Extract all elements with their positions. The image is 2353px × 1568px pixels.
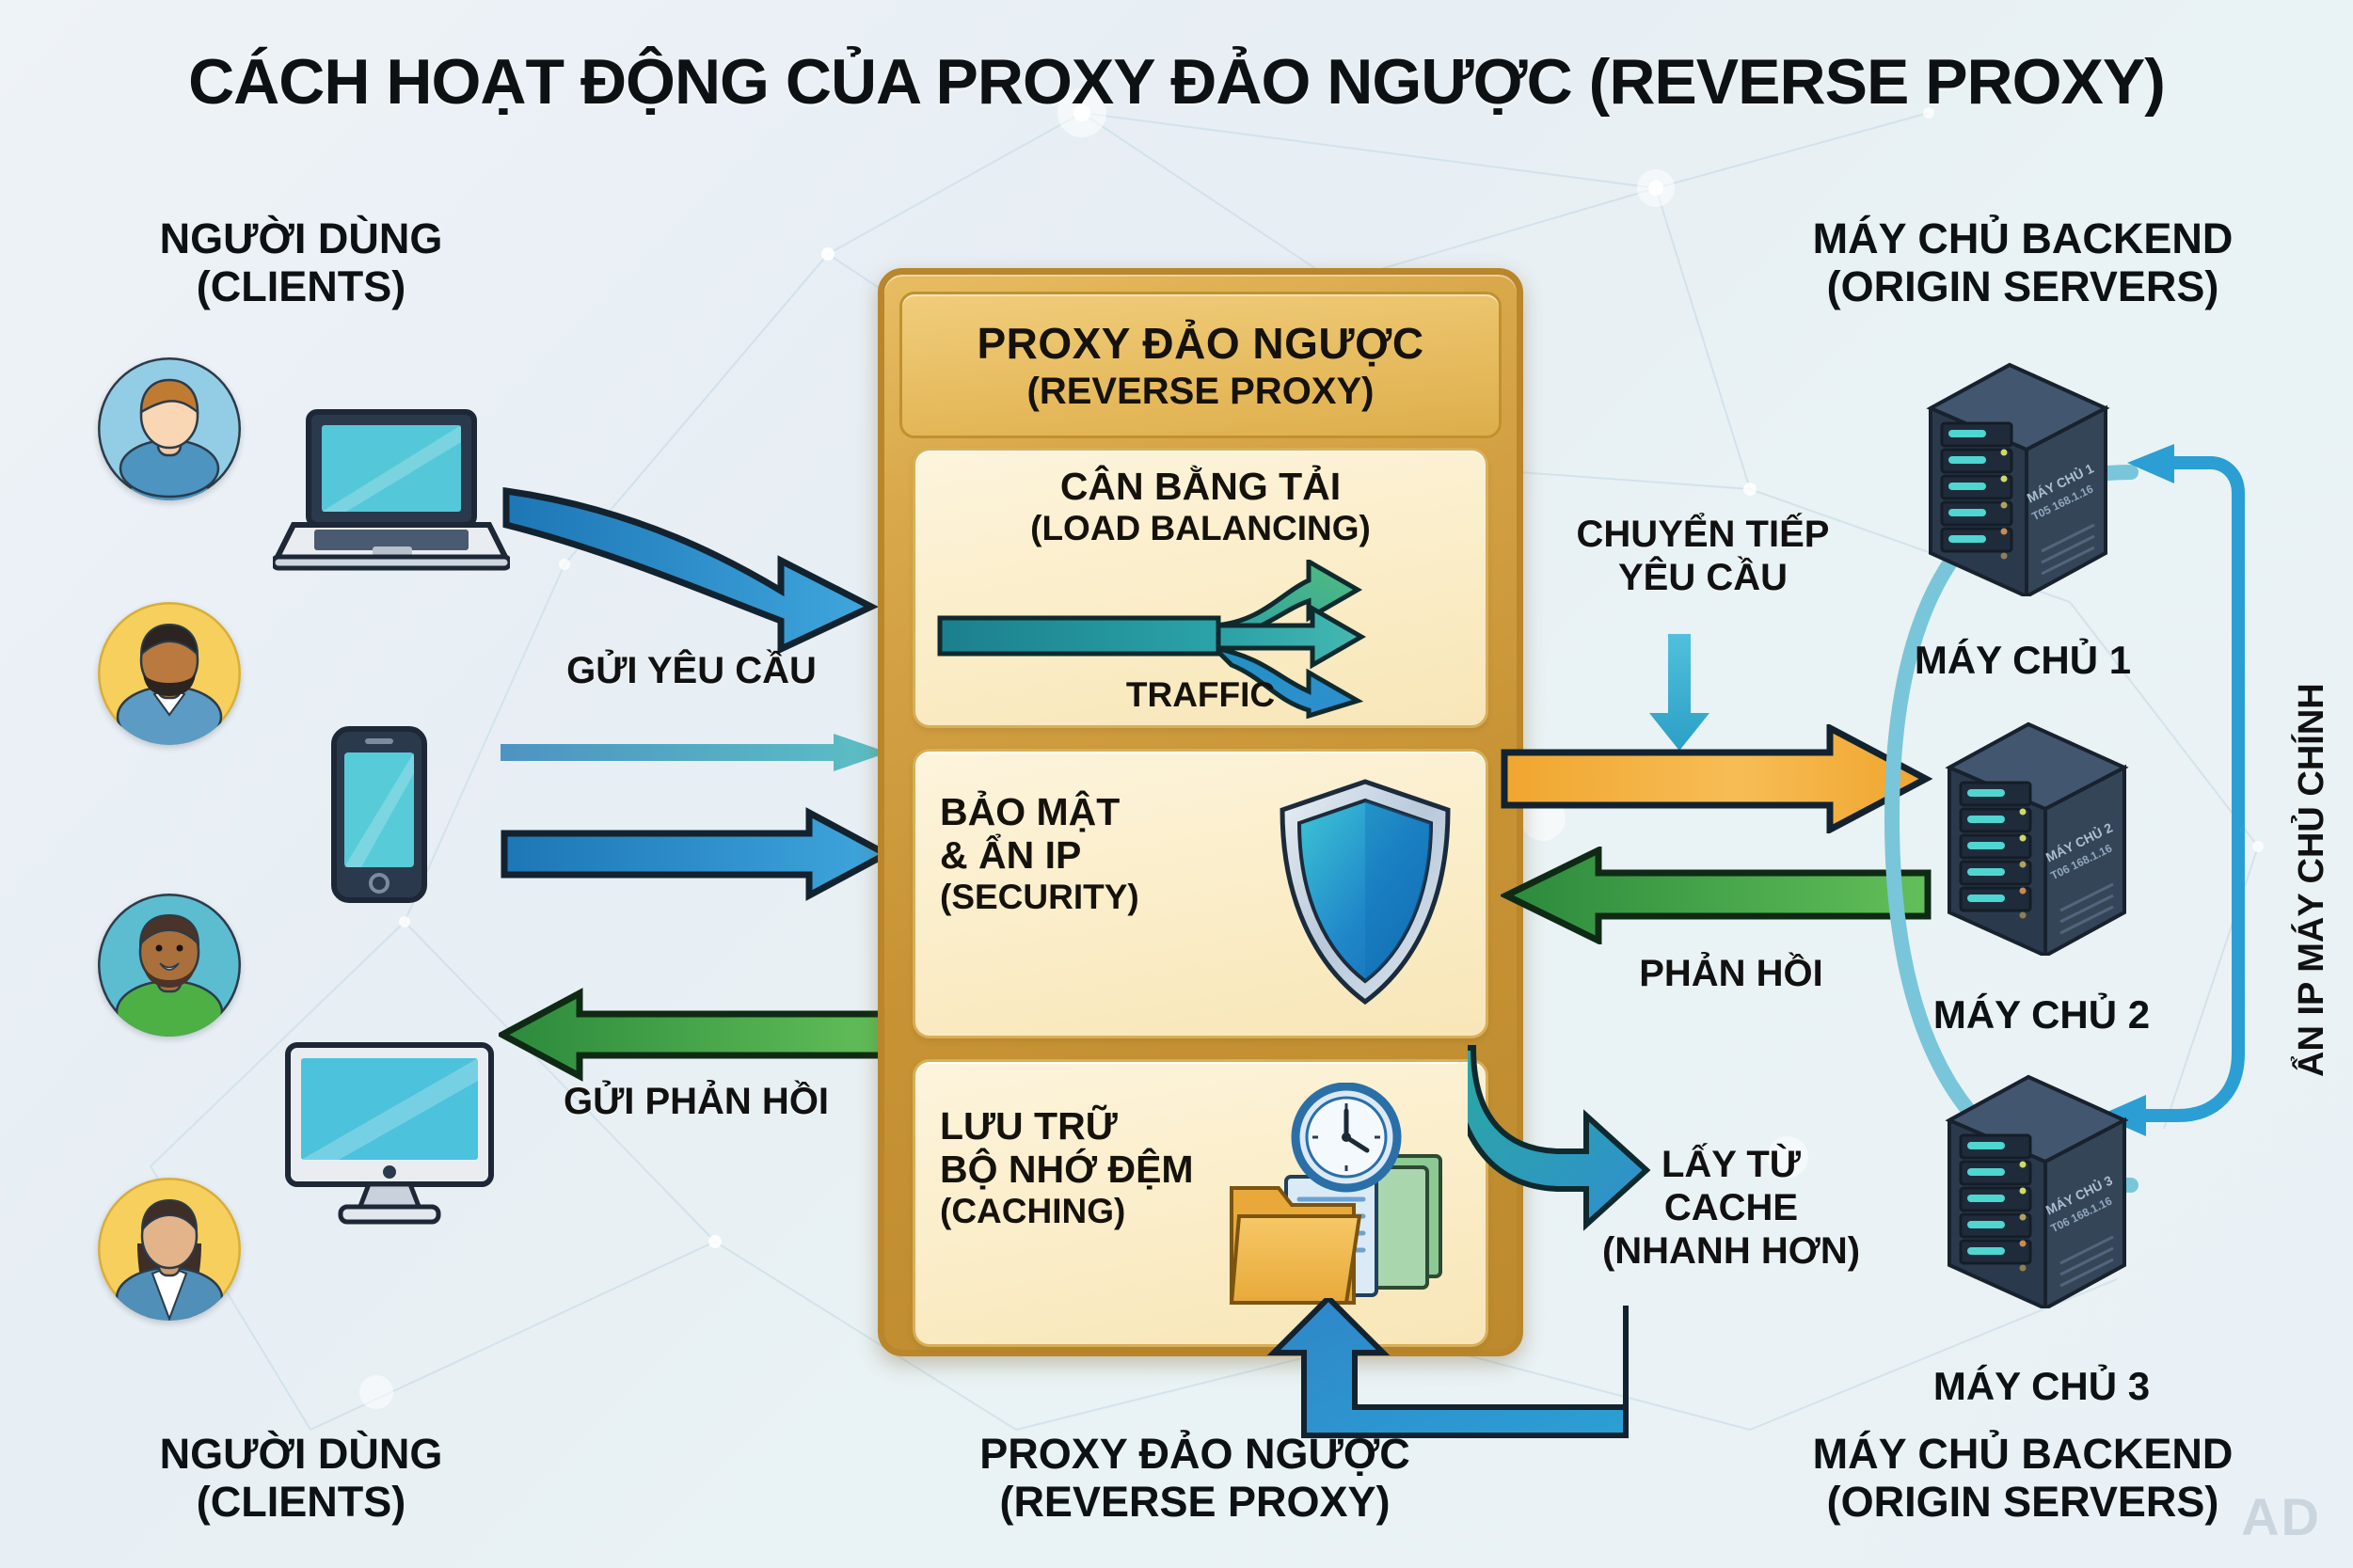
page-title: CÁCH HOẠT ĐỘNG CỦA PROXY ĐẢO NGƯỢC (REVE… <box>188 46 2166 118</box>
send-response-label: GỬI PHẢN HỒI <box>563 1081 830 1122</box>
send-response-arrow <box>499 988 892 1082</box>
forward-request-line2: YÊU CẦU <box>1617 557 1789 598</box>
branching-arrows-icon <box>937 560 1367 720</box>
load-balancing-subtitle: (LOAD BALANCING) <box>1030 508 1371 547</box>
proxy-footer-line2: (REVERSE PROXY) <box>999 1478 1391 1527</box>
caching-title-line2: BỘ NHỚ ĐỆM <box>940 1147 1194 1191</box>
clock-folder-files-icon <box>1229 1083 1442 1305</box>
clients-footer-line1: NGƯỜI DÙNG <box>159 1430 443 1478</box>
caching-card[interactable]: LƯU TRỮ BỘ NHỚ ĐỆM (CACHING) <box>913 1059 1488 1347</box>
request-arrow-curved <box>502 486 879 655</box>
server-3-icon: MÁY CHỦ 3 T06 168.1.16 <box>1938 1068 2136 1313</box>
response-arrow <box>1501 847 1932 944</box>
clients-header-line1: NGƯỜI DÙNG <box>159 214 443 262</box>
shield-icon <box>1280 779 1451 1006</box>
cache-line3: (NHANH HƠN) <box>1601 1230 1861 1272</box>
request-arrow-thin <box>501 734 888 771</box>
clients-footer: NGƯỜI DÙNG (CLIENTS) <box>103 1430 499 1527</box>
proxy-footer-line1: PROXY ĐẢO NGƯỢC <box>979 1430 1410 1478</box>
servers-footer-line1: MÁY CHỦ BACKEND <box>1812 1430 2234 1478</box>
reverse-proxy-container: PROXY ĐẢO NGƯỢC (REVERSE PROXY) CÂN BẰNG… <box>878 268 1523 1356</box>
servers-header-line2: (ORIGIN SERVERS) <box>1826 262 2219 311</box>
proxy-header-line1: PROXY ĐẢO NGƯỢC <box>977 318 1424 368</box>
forward-request-label: CHUYỂN TIẾP YÊU CẦU <box>1519 513 1886 599</box>
cache-label: LẤY TỪ CACHE (NHANH HƠN) <box>1529 1143 1933 1273</box>
cache-return-arrow <box>1266 1298 1629 1438</box>
clients-footer-line2: (CLIENTS) <box>196 1478 406 1527</box>
client-avatar-4 <box>98 1178 241 1321</box>
client-avatar-3 <box>98 894 241 1037</box>
hide-origin-ip-label: ẨN IP MÁY CHỦ CHÍNH <box>2292 683 2331 1077</box>
server-1-label: MÁY CHỦ 1 <box>1914 638 2132 682</box>
request-arrow-straight <box>501 807 894 901</box>
cache-line2: CACHE <box>1663 1187 1799 1228</box>
proxy-header-line2: (REVERSE PROXY) <box>1026 370 1375 412</box>
server-2-label: MÁY CHỦ 2 <box>1932 992 2151 1037</box>
server-1-icon: MÁY CHỦ 1 T05 168.1.16 <box>1919 356 2117 601</box>
forward-request-arrow <box>1501 724 1933 833</box>
servers-footer: MÁY CHỦ BACKEND (ORIGIN SERVERS) <box>1759 1430 2286 1527</box>
proxy-footer: PROXY ĐẢO NGƯỢC (REVERSE PROXY) <box>875 1430 1515 1527</box>
client-avatar-2 <box>98 602 241 745</box>
client-avatar-1 <box>98 357 241 500</box>
security-card[interactable]: BẢO MẬT & ẨN IP (SECURITY) <box>913 749 1488 1038</box>
send-request-label: GỬI YÊU CẦU <box>566 650 817 691</box>
caching-title-line1: LƯU TRỮ <box>940 1104 1118 1148</box>
server-2-icon: MÁY CHỦ 2 T06 168.1.16 <box>1938 715 2136 960</box>
load-balancing-title: CÂN BẰNG TẢI <box>1059 465 1342 508</box>
caching-subtitle: (CACHING) <box>940 1191 1126 1230</box>
clients-header: NGƯỜI DÙNG (CLIENTS) <box>103 214 499 311</box>
clients-header-line2: (CLIENTS) <box>196 262 406 311</box>
laptop-icon <box>270 404 513 578</box>
servers-header: MÁY CHỦ BACKEND (ORIGIN SERVERS) <box>1759 214 2286 311</box>
cache-loop-arrow <box>1468 1045 1651 1231</box>
proxy-header: PROXY ĐẢO NGƯỢC (REVERSE PROXY) <box>899 292 1502 438</box>
forward-request-line1: CHUYỂN TIẾP <box>1576 514 1830 555</box>
server-3-label: MÁY CHỦ 3 <box>1932 1364 2151 1408</box>
watermark: AD <box>2241 1487 2321 1546</box>
security-title-line2: & ẨN IP <box>940 832 1082 877</box>
load-balancing-card[interactable]: CÂN BẰNG TẢI (LOAD BALANCING) <box>913 448 1488 728</box>
cache-line1: LẤY TỪ <box>1661 1144 1801 1185</box>
servers-footer-line2: (ORIGIN SERVERS) <box>1826 1478 2219 1527</box>
response-label: PHẢN HỒI <box>1639 953 1823 994</box>
traffic-label: TRAFFIC <box>1125 674 1276 714</box>
servers-header-line1: MÁY CHỦ BACKEND <box>1812 214 2234 262</box>
security-subtitle: (SECURITY) <box>940 877 1139 916</box>
security-title-line1: BẢO MẬT <box>940 790 1121 833</box>
smartphone-icon <box>329 724 429 910</box>
forward-request-down-arrow <box>1649 634 1709 751</box>
desktop-monitor-icon <box>282 1039 497 1232</box>
